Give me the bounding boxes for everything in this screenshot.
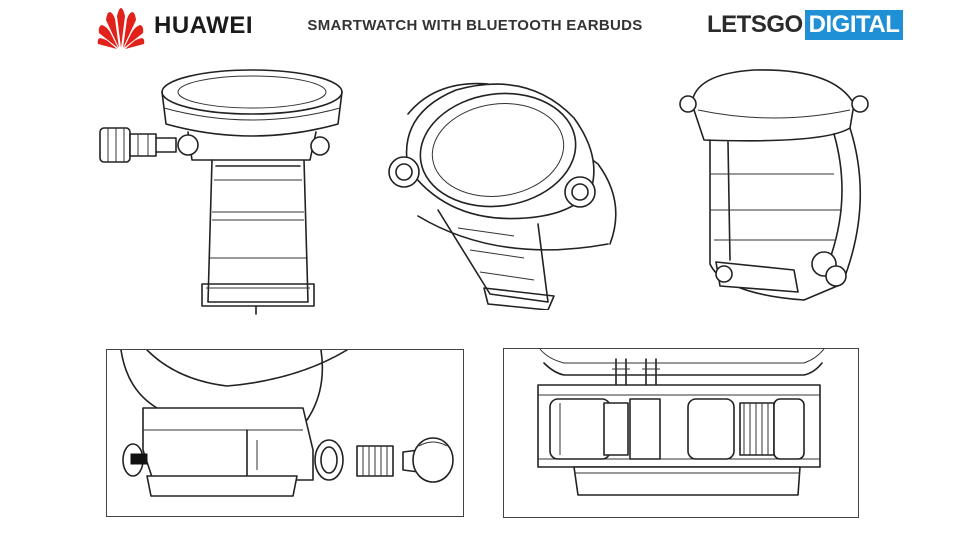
huawei-logo-icon	[96, 6, 146, 50]
page-title: SMARTWATCH WITH BLUETOOTH EARBUDS	[307, 17, 643, 34]
letsgodigital-logo: LETSGO DIGITAL	[707, 10, 904, 40]
internal-detail-panel	[503, 348, 859, 518]
huawei-wordmark: HUAWEI	[154, 12, 253, 39]
header: HUAWEI SMARTWATCH WITH BLUETOOTH EARBUDS…	[0, 0, 960, 60]
letsgo-wordmark: LETSGO	[707, 11, 803, 38]
digital-wordmark: DIGITAL	[804, 10, 904, 40]
watch-perspective-drawing	[378, 74, 638, 310]
watch-side-view-drawing	[96, 62, 366, 322]
watch-profile-drawing	[674, 64, 874, 314]
exploded-detail-panel	[106, 349, 464, 517]
